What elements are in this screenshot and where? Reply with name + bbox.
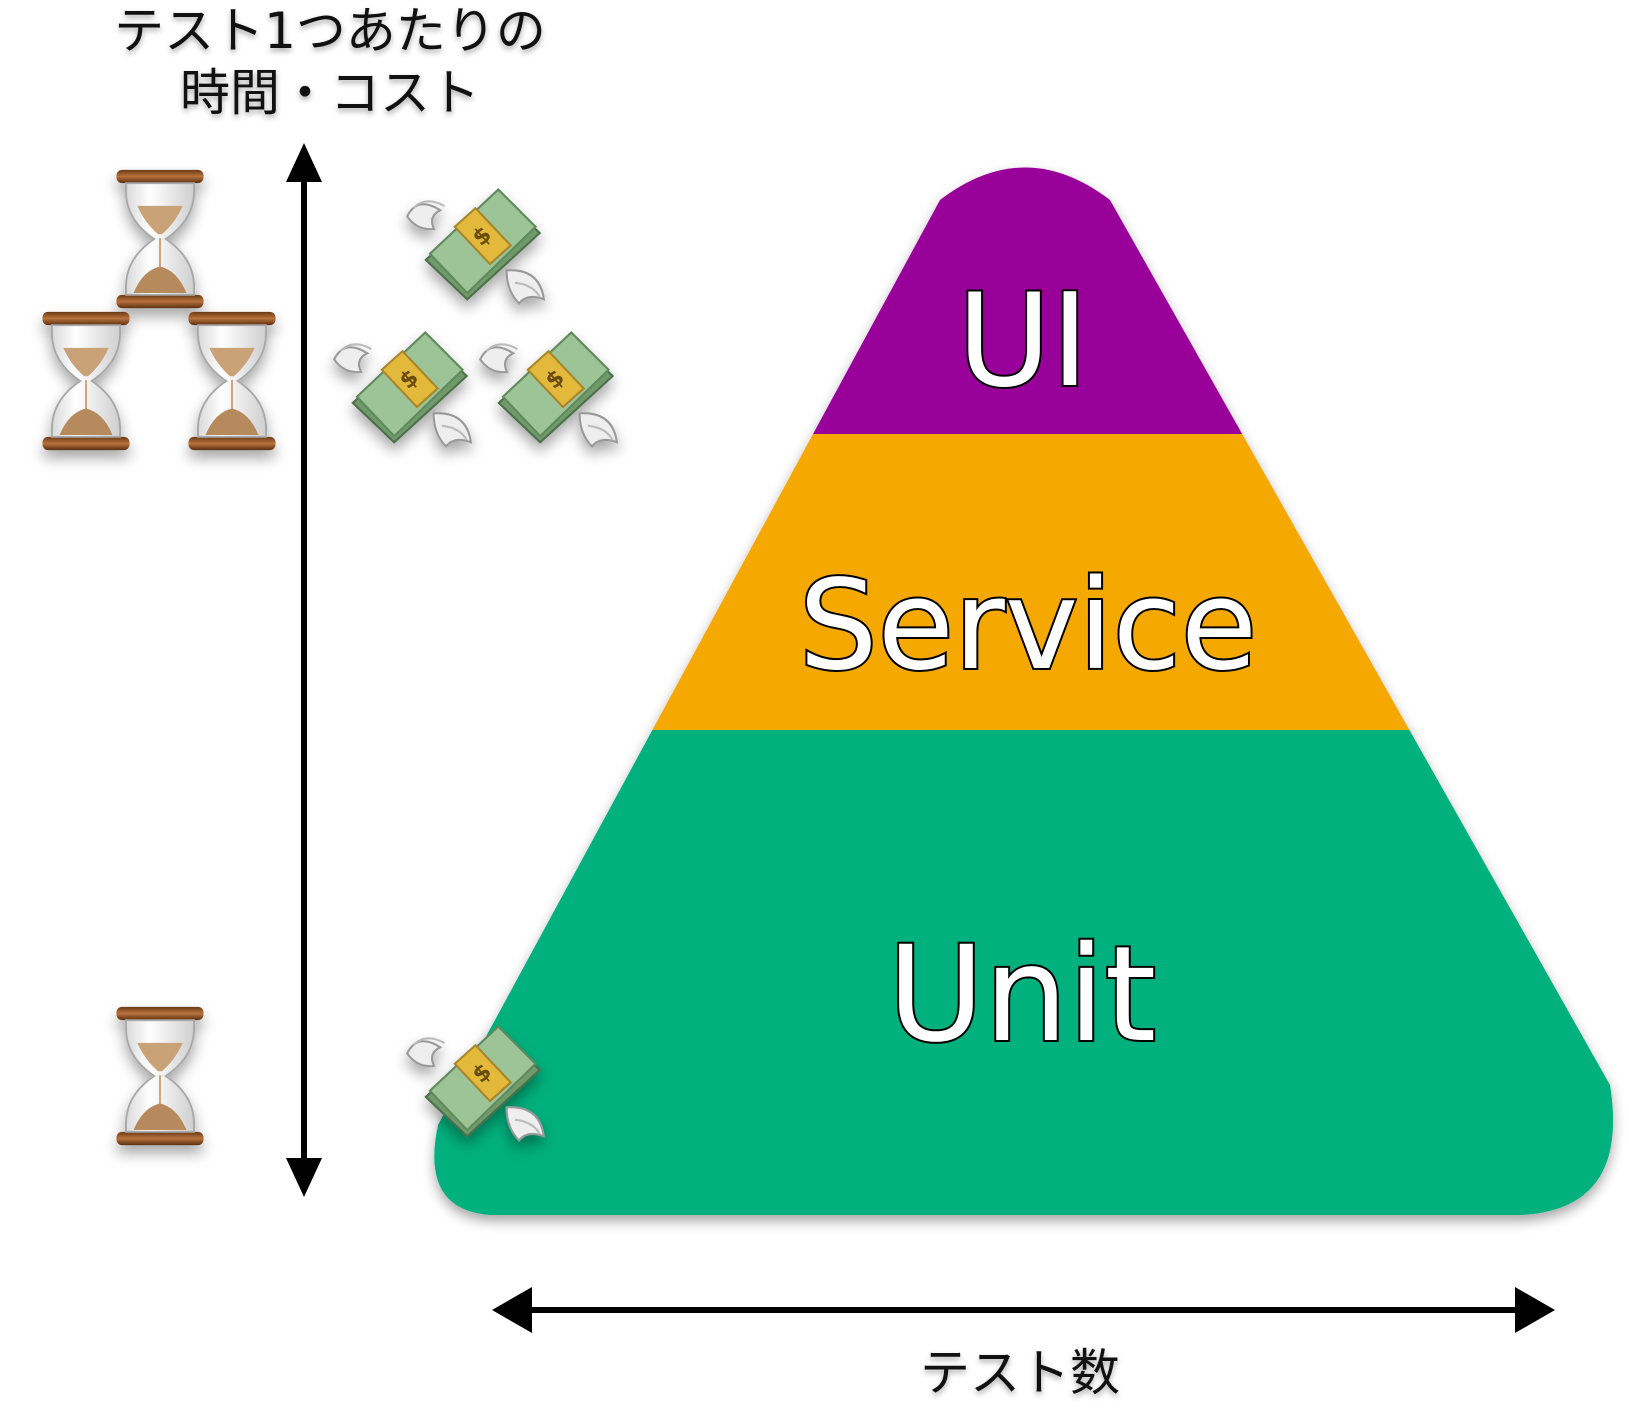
money-with-wings-icon: [479, 331, 618, 448]
y-axis-label: テスト1つあたりの 時間・コスト: [40, 0, 620, 124]
money-with-wings-icon: [406, 188, 545, 305]
time-icons-high: [41, 168, 277, 452]
pyramid-layer-ui-label: UI: [957, 267, 1088, 416]
hourglass-icon: [41, 310, 131, 452]
x-axis-arrowhead-left: [492, 1287, 532, 1333]
hourglass-icon: [115, 168, 205, 310]
y-axis-arrow: [286, 143, 322, 1197]
hourglass-icon: [115, 1005, 205, 1147]
y-axis-arrowhead-top: [286, 143, 322, 182]
y-axis-label-line2: 時間・コスト: [180, 64, 480, 122]
time-icons-low: [115, 1005, 205, 1147]
pyramid-layer-unit-label: Unit: [888, 918, 1157, 1072]
hourglass-icon: [187, 310, 277, 452]
x-axis-arrow: [492, 1287, 1555, 1333]
y-axis-label-line1: テスト1つあたりの: [114, 2, 546, 60]
pyramid-layer-service-label: Service: [799, 554, 1257, 698]
x-axis-arrowhead-right: [1515, 1287, 1555, 1333]
money-with-wings-icon: [333, 331, 472, 448]
x-axis-label: テスト数: [920, 1344, 1120, 1402]
cost-icons-high: [333, 188, 618, 448]
y-axis-arrowhead-bottom: [286, 1158, 322, 1197]
pyramid-layer-unit: [434, 730, 1614, 1215]
